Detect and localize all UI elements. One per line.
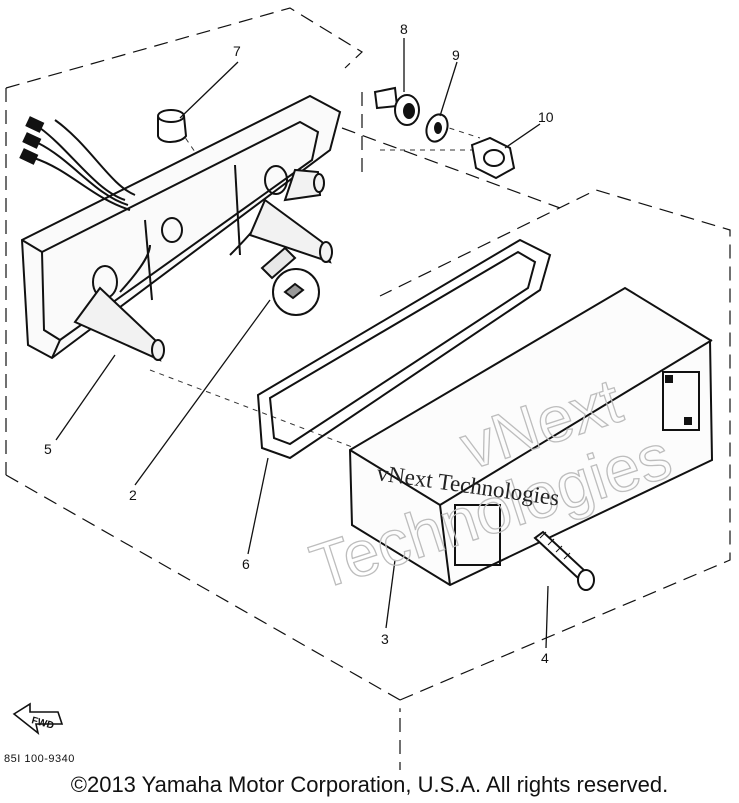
bulb-socket-spouts xyxy=(73,168,333,362)
callout-6: 6 xyxy=(242,556,250,572)
callout-leader-lines xyxy=(55,38,549,649)
washer xyxy=(425,113,449,143)
copyright-notice: ©2013 Yamaha Motor Corporation, U.S.A. A… xyxy=(70,772,669,797)
callout-4: 4 xyxy=(541,650,549,666)
callout-3: 3 xyxy=(381,631,389,647)
callout-2: 2 xyxy=(129,487,137,503)
lens xyxy=(348,286,714,587)
lens-screw xyxy=(533,530,595,591)
callout-9: 9 xyxy=(452,47,460,63)
bulb xyxy=(260,246,320,316)
assembly-boundary-dashed xyxy=(5,7,731,770)
callout-numbers: 7 8 9 10 5 2 6 3 4 xyxy=(44,21,554,666)
callout-10: 10 xyxy=(538,109,554,125)
mounting-bolt xyxy=(373,86,420,126)
wire-harness xyxy=(19,116,136,211)
callout-5: 5 xyxy=(44,441,52,457)
grommet xyxy=(157,109,188,143)
nut xyxy=(470,136,516,180)
callout-8: 8 xyxy=(400,21,408,37)
callout-7: 7 xyxy=(233,43,241,59)
gasket xyxy=(256,238,552,460)
part-code: 85I 100-9340 xyxy=(4,753,75,765)
fwd-arrow: FWD xyxy=(12,702,64,736)
